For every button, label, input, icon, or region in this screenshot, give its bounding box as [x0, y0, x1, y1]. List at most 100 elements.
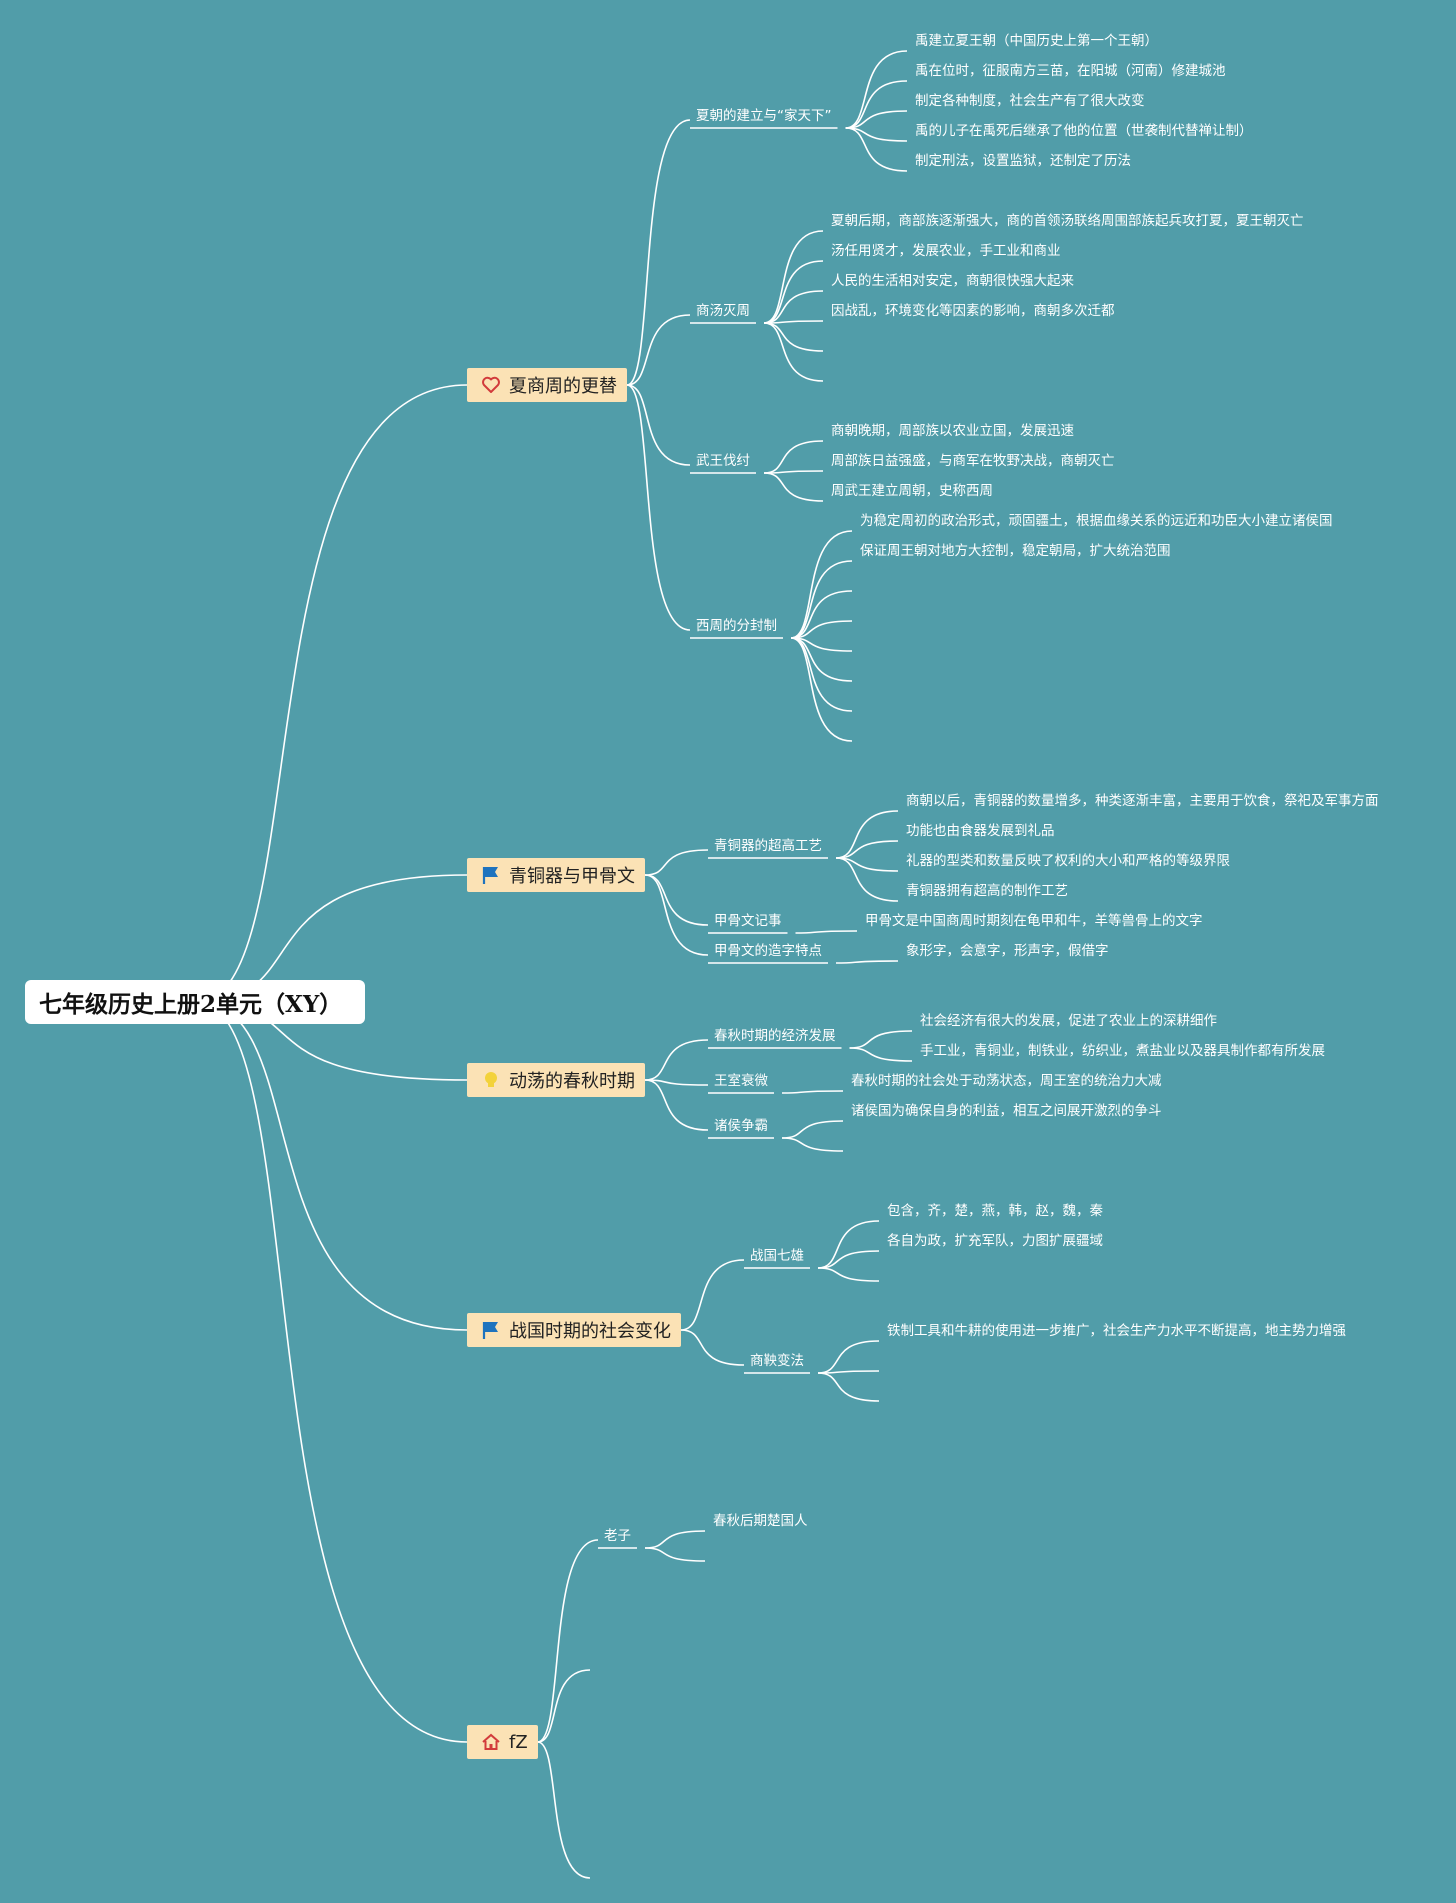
topic-node-warring-states[interactable]: 战国时期的社会变化	[467, 1313, 681, 1347]
root-node[interactable]: 七年级历史上册2单元（XY）	[25, 980, 365, 1024]
topic-branch-connector	[680, 1259, 745, 1331]
branch-note-connector	[763, 230, 824, 324]
topic-label: 夏商周的更替	[509, 376, 617, 397]
branch-note-connector	[845, 80, 908, 129]
branch-label[interactable]: 春秋时期的经济发展	[714, 1028, 836, 1044]
home-icon	[482, 1733, 500, 1750]
branch-note-connector	[781, 1120, 844, 1139]
topic-node-xia-shang-zhou[interactable]: 夏商周的更替	[467, 368, 627, 402]
note-text[interactable]: 因战乱，环境变化等因素的影响，商朝多次迁都	[831, 303, 1115, 319]
note-text[interactable]: 春秋后期楚国人	[713, 1513, 808, 1529]
note-text[interactable]: 商朝以后，青铜器的数量增多，种类逐渐丰富，主要用于饮食，祭祀及军事方面	[906, 793, 1379, 809]
branch-label[interactable]: 夏朝的建立与“家天下”	[696, 108, 832, 124]
empty-leaf-connector	[763, 322, 824, 382]
root-topic-connector	[196, 1001, 468, 1743]
topic-branch-connector	[537, 1539, 599, 1743]
empty-leaf-connector	[790, 637, 853, 742]
branch-note-connector	[795, 930, 858, 934]
topic-branch-connector	[644, 849, 709, 876]
empty-branch-connector	[537, 1741, 591, 1879]
branch-label[interactable]: 甲骨文的造字特点	[714, 943, 822, 959]
branch-note-connector	[763, 290, 824, 324]
note-text[interactable]: 包含，齐，楚，燕，韩，赵，魏，秦	[887, 1203, 1103, 1219]
branch-label[interactable]: 商鞅变法	[750, 1353, 804, 1369]
empty-leaf-connector	[763, 322, 824, 352]
branch-label[interactable]: 青铜器的超高工艺	[714, 838, 822, 854]
note-text[interactable]: 各自为政，扩充军队，力图扩展疆域	[887, 1233, 1103, 1249]
note-text[interactable]: 甲骨文是中国商周时期刻在龟甲和牛，羊等兽骨上的文字	[865, 913, 1203, 929]
empty-leaf-connector	[644, 1547, 706, 1562]
branch-note-connector	[835, 960, 899, 964]
branch-note-connector	[817, 1250, 880, 1269]
branch-label[interactable]: 商汤灭周	[696, 303, 750, 319]
note-text[interactable]: 周部族日益强盛，与商军在牧野决战，商朝灭亡	[831, 453, 1115, 469]
empty-leaf-connector	[790, 590, 853, 639]
branch-label[interactable]: 西周的分封制	[696, 618, 777, 634]
topic-label: 青铜器与甲骨文	[509, 866, 635, 887]
note-text[interactable]: 制定刑法，设置监狱，还制定了历法	[915, 153, 1131, 169]
branch-label[interactable]: 战国七雄	[750, 1248, 804, 1264]
topic-branch-connector	[680, 1329, 745, 1366]
branch-note-connector	[763, 440, 824, 474]
note-text[interactable]: 夏朝后期，商部族逐渐强大，商的首领汤联络周围部族起兵攻打夏，夏王朝灭亡	[831, 213, 1304, 229]
note-text[interactable]: 禹的儿子在禹死后继承了他的位置（世袭制代替禅让制）	[915, 123, 1253, 139]
note-text[interactable]: 周武王建立周朝，史称西周	[831, 483, 993, 499]
note-text[interactable]: 手工业，青铜业，制铁业，纺织业，煮盐业以及器具制作都有所发展	[920, 1043, 1325, 1059]
note-text[interactable]: 青铜器拥有超高的制作工艺	[906, 883, 1068, 899]
branch-note-connector	[644, 1530, 706, 1549]
heart-icon	[482, 376, 500, 393]
branch-note-connector	[849, 1030, 913, 1049]
flag-icon	[482, 867, 498, 884]
note-text[interactable]: 保证周王朝对地方大控制，稳定朝局，扩大统治范围	[860, 543, 1171, 559]
note-text[interactable]: 禹在位时，征服南方三苗，在阳城（河南）修建城池	[915, 63, 1226, 79]
topic-node-spring-autumn[interactable]: 动荡的春秋时期	[467, 1063, 645, 1097]
topic-branch-connector	[644, 874, 709, 956]
topic-label: 动荡的春秋时期	[509, 1071, 635, 1092]
topic-branch-connector	[626, 384, 691, 631]
topic-branch-connector	[644, 874, 709, 926]
topic-label: 战国时期的社会变化	[509, 1321, 671, 1342]
topic-branch-connector	[644, 1079, 709, 1131]
root-topic-connector	[196, 384, 468, 1003]
empty-leaf-connector	[790, 637, 853, 652]
branch-note-connector	[835, 810, 899, 859]
branch-label[interactable]: 武王伐纣	[696, 453, 750, 469]
empty-leaf-connector	[781, 1137, 844, 1152]
note-text[interactable]: 春秋时期的社会处于动荡状态，周王室的统治力大减	[851, 1073, 1162, 1089]
empty-leaf-connector	[817, 1267, 880, 1282]
topic-branch-connector	[626, 384, 691, 466]
branch-note-connector	[790, 560, 853, 639]
topic-branch-connector	[644, 1079, 709, 1086]
note-text[interactable]: 人民的生活相对安定，商朝很快强大起来	[831, 273, 1074, 289]
note-text[interactable]: 商朝晚期，周部族以农业立国，发展迅速	[831, 423, 1074, 439]
branch-note-connector	[845, 50, 908, 129]
empty-leaf-connector	[790, 620, 853, 639]
note-text[interactable]: 功能也由食器发展到礼品	[906, 823, 1055, 839]
branch-note-connector	[845, 110, 908, 129]
branch-label[interactable]: 王室衰微	[714, 1073, 768, 1089]
note-text[interactable]: 禹建立夏王朝（中国历史上第一个王朝）	[915, 33, 1158, 49]
note-text[interactable]: 制定各种制度，社会生产有了很大改变	[915, 93, 1145, 109]
empty-leaf-connector	[817, 1372, 880, 1402]
note-text[interactable]: 为稳定周初的政治形式，顽固疆土，根据血缘关系的远近和功臣大小建立诸侯国	[860, 513, 1333, 529]
topic-node-bronze-oracle[interactable]: 青铜器与甲骨文	[467, 858, 645, 892]
note-text[interactable]: 礼器的型类和数量反映了权利的大小和严格的等级界限	[906, 853, 1230, 869]
note-text[interactable]: 铁制工具和牛耕的使用进一步推广，社会生产力水平不断提高，地主势力增强	[887, 1323, 1346, 1339]
note-text[interactable]: 象形字，会意字，形声字，假借字	[906, 943, 1109, 959]
note-text[interactable]: 汤任用贤才，发展农业，手工业和商业	[831, 243, 1061, 259]
branch-note-connector	[845, 127, 908, 172]
note-text[interactable]: 社会经济有很大的发展，促进了农业上的深耕细作	[920, 1013, 1217, 1029]
branch-note-connector	[817, 1340, 880, 1374]
branch-label[interactable]: 甲骨文记事	[714, 913, 782, 929]
root-topic-connector	[196, 1001, 468, 1331]
note-text[interactable]: 诸侯国为确保自身的利益，相互之间展开激烈的争斗	[851, 1103, 1162, 1119]
branch-note-connector	[763, 472, 824, 502]
branch-label[interactable]: 诸侯争霸	[714, 1118, 768, 1134]
flag-icon	[482, 1322, 498, 1339]
branch-label[interactable]: 老子	[604, 1528, 631, 1544]
branch-note-connector	[835, 857, 899, 902]
branch-note-connector	[849, 1047, 913, 1062]
branch-note-connector	[845, 127, 908, 142]
topic-node-fz[interactable]: fZ	[467, 1725, 538, 1759]
